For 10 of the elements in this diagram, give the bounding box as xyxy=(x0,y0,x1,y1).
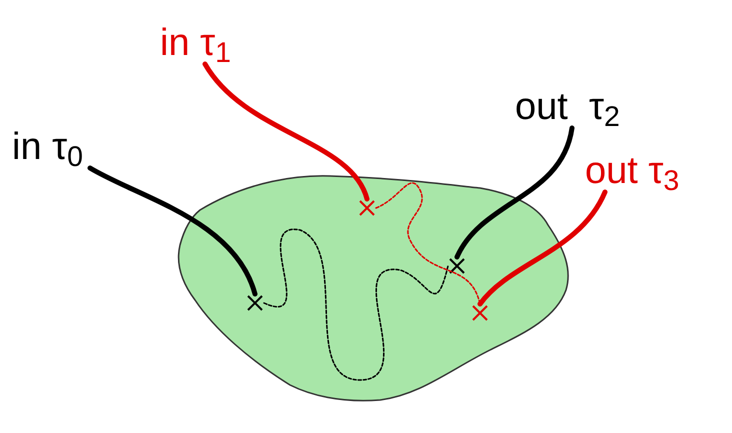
curve-label: in τ$_{0}$ xyxy=(12,128,84,166)
leader-line xyxy=(478,190,608,306)
leader-line xyxy=(454,126,574,260)
curve-label: out τ$_{2}$ xyxy=(515,88,620,126)
dashed-path xyxy=(375,182,481,305)
leader-line xyxy=(88,166,258,296)
curve-label: in τ$_{1}$ xyxy=(160,24,232,62)
leader-line xyxy=(202,62,370,202)
dashed-path xyxy=(263,229,449,381)
curve-label: out τ$_{3}$ xyxy=(585,152,680,190)
